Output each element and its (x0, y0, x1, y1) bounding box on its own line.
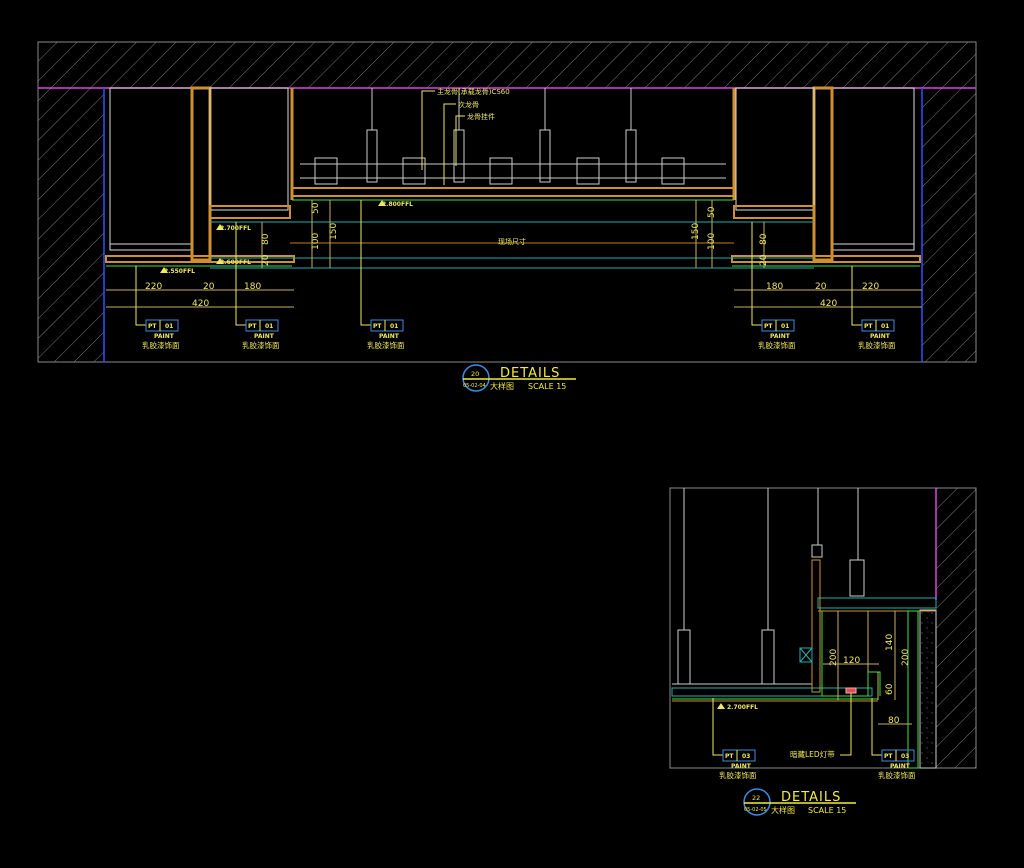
tag-type: PAINT (890, 763, 911, 770)
suspended-ceiling (291, 88, 735, 201)
detail-subtitle: 大样图 (771, 805, 795, 815)
tag-code: PT (373, 323, 382, 330)
tag-number: 01 (265, 323, 273, 330)
tag-type: PAINT (154, 333, 175, 340)
tag-number: 01 (165, 323, 173, 330)
paint-tag: PT 03 PAINT 乳胶漆饰面 (871, 698, 916, 780)
dim-right-20v: 20 (759, 254, 769, 266)
main-keel-label: 主龙骨(承载龙骨)CS60 (437, 87, 510, 96)
wall-hatch (936, 488, 976, 768)
tag-type: PAINT (731, 763, 752, 770)
right-dimension-lines (695, 200, 922, 308)
tag-number: 01 (390, 323, 398, 330)
ceiling-layers (671, 559, 937, 769)
left-dimension-lines (106, 200, 331, 308)
tag-code: PT (248, 323, 257, 330)
wall-finish (919, 609, 937, 769)
detail-20-title: 20 05-02-04 DETAILS 大样图 SCALE 15 (462, 364, 576, 392)
left-wall-hatch (38, 88, 104, 362)
dim-left-180: 180 (244, 282, 261, 292)
dim-right-220: 220 (862, 282, 879, 292)
right-wall-hatch (922, 88, 976, 362)
sheet-number: 05-02-05 (744, 807, 767, 813)
level-mark-icon (717, 703, 725, 709)
tag-code: PT (148, 323, 157, 330)
tag-desc: 乳胶漆饰面 (367, 340, 405, 350)
dim-left-220: 220 (145, 282, 162, 292)
detail-number: 22 (752, 794, 760, 802)
dim-right-80: 80 (759, 233, 769, 245)
detail-20-drawing: 主龙骨(承载龙骨)CS60 次龙骨 龙骨挂件 现场尺寸 2.800FFL 2.7… (37, 41, 977, 392)
tag-number: 01 (781, 323, 789, 330)
dim-right-50: 50 (707, 206, 717, 218)
dim-left-100: 100 (311, 233, 321, 250)
dim-right-150: 150 (691, 223, 701, 240)
dim-200: 200 (829, 649, 839, 666)
tag-code: PT (764, 323, 773, 330)
dim-left-20: 20 (203, 282, 215, 292)
detail-scale: SCALE 15 (808, 806, 846, 815)
dim-left-150: 150 (329, 223, 339, 240)
tag-desc: 乳胶漆饰面 (242, 340, 280, 350)
secondary-keel-label: 次龙骨 (458, 100, 479, 109)
dim-left-20v: 20 (261, 254, 271, 266)
tag-number: 01 (881, 323, 889, 330)
tag-desc: 乳胶漆饰面 (858, 340, 896, 350)
dim-left-50: 50 (311, 202, 321, 214)
keel-hanger-label: 龙骨挂件 (467, 112, 495, 121)
detail-22-drawing: 200 120 140 200 60 80 2.700FFL 暗藏LED灯带 P… (669, 487, 977, 816)
tag-type: PAINT (770, 333, 791, 340)
sheet-number: 05-02-04 (463, 383, 486, 389)
site-dimension-label: 现场尺寸 (498, 237, 526, 246)
left-bulkhead (105, 86, 295, 267)
detail-number: 20 (471, 370, 479, 378)
tag-desc: 乳胶漆饰面 (758, 340, 796, 350)
tag-code: PT (884, 753, 893, 760)
detail-subtitle: 大样图 (490, 381, 514, 391)
led-strip-label: 暗藏LED灯带 (790, 749, 835, 759)
dim-right-180: 180 (766, 282, 783, 292)
detail-title: DETAILS (781, 790, 841, 805)
dim-120: 120 (843, 656, 860, 666)
detail-scale: SCALE 15 (528, 382, 566, 391)
dim-200b: 200 (901, 649, 911, 666)
paint-tag: PT 01 PAINT 乳胶漆饰面 (851, 266, 896, 350)
level-mark: 2.550FFL (164, 268, 195, 275)
ceiling-slab-hatch (38, 42, 976, 88)
dim-60: 60 (885, 683, 895, 695)
dim-right-100: 100 (707, 233, 717, 250)
tag-number: 03 (901, 753, 909, 760)
paint-tag: PT 01 PAINT 乳胶漆饰面 (751, 222, 796, 350)
paint-tag: PT 01 PAINT 乳胶漆饰面 (235, 222, 280, 350)
led-leader (840, 693, 852, 756)
level-marks: 2.800FFL 2.700FFL 2.600FFL 2.550FFL (160, 200, 413, 275)
dim-right-420: 420 (820, 299, 837, 309)
dim-left-80: 80 (261, 233, 271, 245)
tag-code: PT (725, 753, 734, 760)
tag-code: PT (864, 323, 873, 330)
detail-22-title: 22 05-02-05 DETAILS 大样图 SCALE 15 (743, 788, 856, 816)
tag-desc: 乳胶漆饰面 (878, 770, 916, 780)
dim-140: 140 (885, 634, 895, 651)
tag-desc: 乳胶漆饰面 (719, 770, 757, 780)
annotation-leaders (421, 90, 465, 185)
paint-tag: PT 01 PAINT 乳胶漆饰面 (360, 200, 405, 350)
level-mark: 2.700FFL (727, 704, 758, 711)
paint-tag: PT 01 PAINT 乳胶漆饰面 (135, 266, 180, 350)
detail-title: DETAILS (500, 366, 560, 381)
tag-number: 03 (742, 753, 750, 760)
dim-right-20: 20 (815, 282, 827, 292)
level-mark: 2.800FFL (382, 201, 413, 208)
tag-type: PAINT (254, 333, 275, 340)
hangers (672, 488, 865, 685)
tag-type: PAINT (870, 333, 891, 340)
paint-tag: PT 03 PAINT 乳胶漆饰面 (712, 698, 757, 780)
tag-desc: 乳胶漆饰面 (142, 340, 180, 350)
dimension-lines (823, 611, 912, 725)
right-bulkhead (731, 86, 921, 267)
dim-left-420: 420 (192, 299, 209, 309)
dim-80: 80 (888, 716, 900, 726)
tag-type: PAINT (379, 333, 400, 340)
